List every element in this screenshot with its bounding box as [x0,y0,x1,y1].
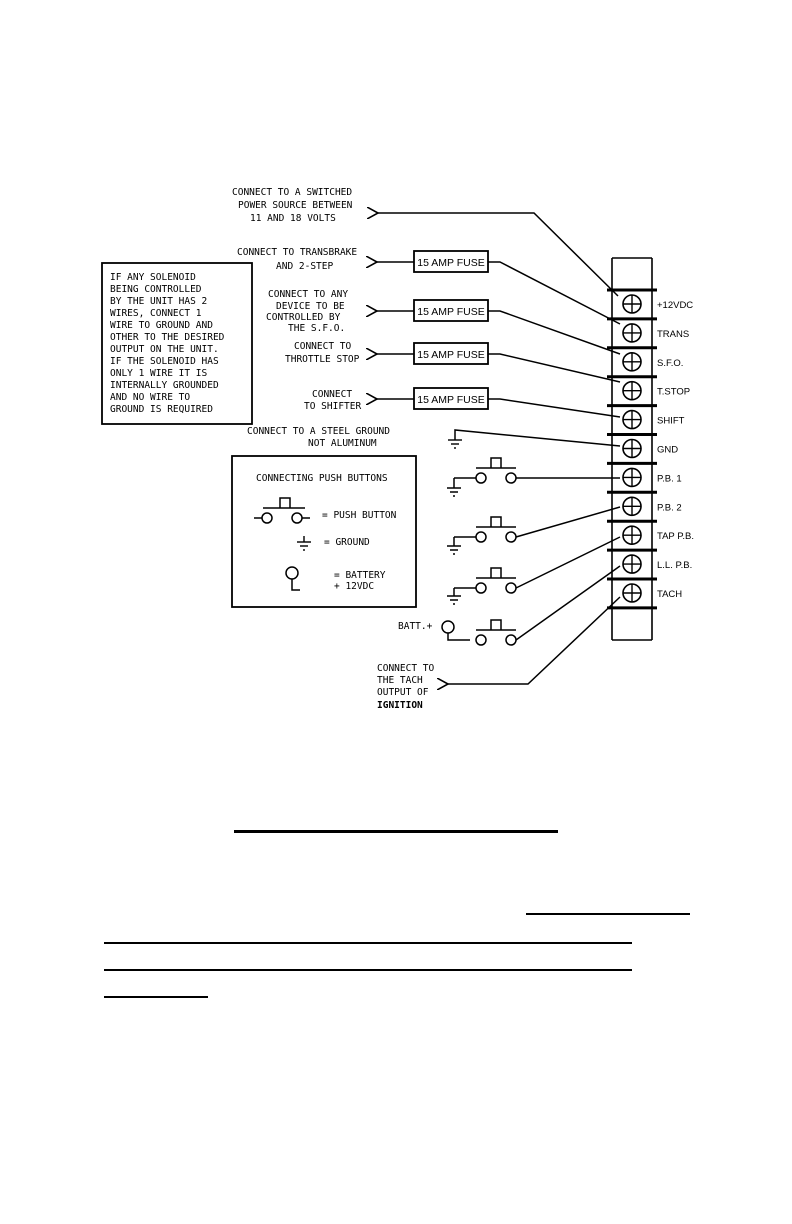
terminal-screw-icon [622,554,642,574]
ground-icon [448,439,462,449]
note-line: BEING CONTROLLED [110,284,202,295]
battery-icon [285,566,300,591]
blank-line [526,913,690,915]
power-text-1: CONNECT TO A SWITCHED [232,187,352,198]
ground-connection: CONNECT TO A STEEL GROUND NOT ALUMINUM [247,426,621,449]
push-button-pb2 [447,506,621,555]
terminal-screw-icon [622,294,642,314]
terminal-screw-icon [622,438,642,459]
device-text-3: CONTROLLED BY [266,312,341,323]
device-text-4: THE S.F.O. [288,323,345,334]
note-line: BY THE UNIT HAS 2 [110,296,207,307]
terminal-screw-icon [622,467,642,488]
terminal-screw-icon [622,351,642,372]
ground-text-1: CONNECT TO A STEEL GROUND [247,426,390,437]
terminal-label: TAP P.B. [657,531,694,542]
terminal-label: TACH [657,589,682,600]
ground-icon [297,536,311,551]
terminal-screw-icon [622,409,642,430]
throttle-stop-connection: CONNECT TO THROTTLE STOP 15 AMP FUSE [285,341,621,383]
legend-title: CONNECTING PUSH BUTTONS [256,473,388,484]
push-button-pb1 [447,457,620,497]
battery-text-1: = BATTERY [334,570,386,581]
throttle-text-1: CONNECT TO [294,341,351,352]
fuse-label: 15 AMP FUSE [417,306,485,318]
terminal-label: L.L. P.B. [657,560,692,571]
blank-line [104,996,208,998]
terminal-strip: +12VDC TRANS S.F.O. T.STOP SHIFT GND P.B. 1 P.B… [607,257,694,641]
push-button-text: = PUSH BUTTON [322,510,397,521]
note-line: ONLY 1 WIRE IT IS [110,368,208,379]
battery-text-2: + 12VDC [334,581,374,592]
push-button-ll [441,565,621,646]
power-text-2: POWER SOURCE BETWEEN [238,200,353,211]
terminal-label: GND [657,445,678,456]
sfo-connection: CONNECT TO ANY DEVICE TO BE CONTROLLED B… [266,289,621,355]
throttle-text-2: THROTTLE STOP [285,354,360,365]
shifter-connection: CONNECT TO SHIFTER 15 AMP FUSE [304,387,621,418]
terminal-screw-icon [622,583,642,603]
transbrake-text-2: AND 2-STEP [276,261,333,272]
note-line: WIRE TO GROUND AND [110,320,213,331]
terminal-label: P.B. 2 [657,502,682,513]
power-source-connection: CONNECT TO A SWITCHED POWER SOURCE BETWE… [232,187,619,297]
note-line: GROUND IS REQUIRED [110,404,213,415]
note-line: WIRES, CONNECT 1 [110,308,202,319]
shifter-text-2: TO SHIFTER [304,401,361,412]
transbrake-connection: CONNECT TO TRANSBRAKE AND 2-STEP 15 AMP … [237,247,621,325]
terminal-label: +12VDC [657,300,693,311]
tach-text-3: OUTPUT OF [377,687,429,698]
blank-line [104,942,632,944]
terminal-screw-icon [622,525,642,546]
power-text-3: 11 AND 18 VOLTS [250,213,336,224]
transbrake-text-1: CONNECT TO TRANSBRAKE [237,247,357,258]
tach-text-2: THE TACH [377,675,423,686]
push-button-icon [254,497,310,524]
terminal-screw-icon [622,380,642,401]
ground-text-2: NOT ALUMINUM [308,438,377,449]
solenoid-note-box: IF ANY SOLENOID BEING CONTROLLED BY THE … [101,262,253,425]
device-text-2: DEVICE TO BE [276,301,345,312]
batt-label: BATT.+ [398,621,433,632]
terminal-separators [607,288,657,610]
terminal-label: TRANS [657,329,689,340]
terminal-label: S.F.O. [657,358,683,369]
note-line: OTHER TO THE DESIRED [110,332,225,343]
push-button-tap [447,536,621,605]
blank-line [104,969,632,971]
note-line: IF ANY SOLENOID [110,272,196,283]
push-button-legend: CONNECTING PUSH BUTTONS = PUSH BUTTON = … [231,455,417,608]
fuse-label: 15 AMP FUSE [417,349,485,361]
tach-text-1: CONNECT TO [377,663,434,674]
heading-underline [234,830,558,833]
terminal-screw-icon [622,496,642,517]
terminal-labels: +12VDC TRANS S.F.O. T.STOP SHIFT GND P.B. 1 P.B… [657,300,694,600]
terminal-label: P.B. 1 [657,473,682,484]
note-line: AND NO WIRE TO [110,392,190,403]
note-line: OUTPUT ON THE UNIT. [110,344,219,355]
fuse-label: 15 AMP FUSE [417,257,485,269]
terminal-screw-icon [622,323,642,343]
terminal-screws [622,294,642,603]
device-text-1: CONNECT TO ANY [268,289,348,300]
ground-legend-text: = GROUND [324,537,370,548]
tach-connection: CONNECT TO THE TACH OUTPUT OF IGNITION [377,596,621,711]
note-line: IF THE SOLENOID HAS [110,356,219,367]
shifter-text-1: CONNECT [312,389,352,400]
terminal-label: T.STOP [657,387,690,398]
fuse-label: 15 AMP FUSE [417,394,485,406]
tach-text-4: IGNITION [377,700,423,711]
note-line: INTERNALLY GROUNDED [110,380,219,391]
terminal-label: SHIFT [657,416,685,427]
